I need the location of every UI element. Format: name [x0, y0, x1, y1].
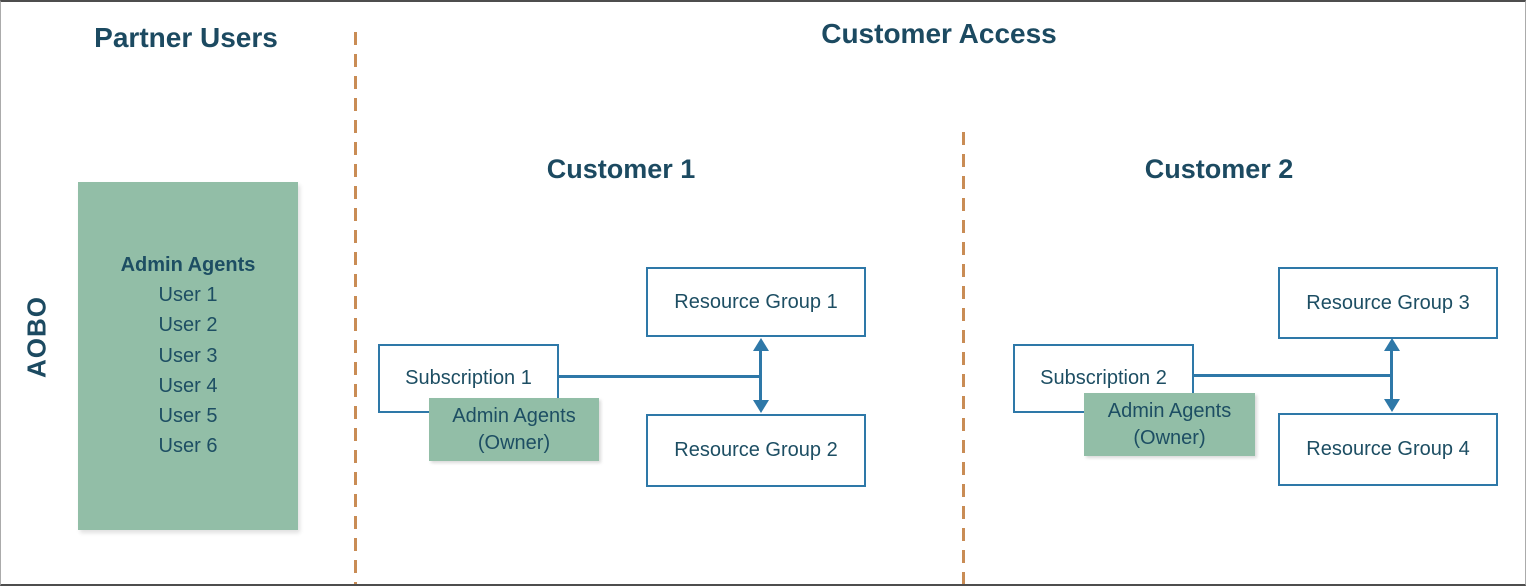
customer-2-title: Customer 2	[1144, 154, 1294, 184]
admin-agents-heading: Admin Agents	[120, 254, 256, 276]
admin-agents-owner-box-1: Admin Agents (Owner)	[429, 398, 599, 461]
owner-box-line1: Admin Agents	[452, 404, 576, 427]
admin-agents-owner-box-2: Admin Agents (Owner)	[1084, 393, 1255, 456]
resource-group-4-label: Resource Group 4	[1306, 438, 1470, 460]
resource-group-1-label: Resource Group 1	[674, 290, 838, 313]
subscription-1-label: Subscription 1	[405, 367, 532, 389]
resource-group-3-label: Resource Group 3	[1306, 291, 1470, 314]
owner-box-line2: (Owner)	[477, 431, 551, 454]
dashed-separator	[962, 132, 965, 584]
customer-1-title: Customer 1	[546, 154, 696, 184]
partner-admin-agents-panel: Admin Agents User 1 User 2 User 3 User 4…	[78, 182, 298, 530]
user-list-item: User 2	[158, 314, 218, 337]
connector-line	[1390, 349, 1393, 401]
subscription-2-label: Subscription 2	[1040, 367, 1167, 389]
resource-group-4-box: Resource Group 4	[1278, 413, 1498, 486]
arrow-up-icon	[753, 338, 769, 351]
resource-group-1-box: Resource Group 1	[646, 267, 866, 337]
arrow-down-icon	[1384, 399, 1400, 412]
owner-box-line1: Admin Agents	[1107, 399, 1232, 422]
arrow-down-icon	[753, 400, 769, 413]
arrow-up-icon	[1384, 338, 1400, 351]
customer-access-title: Customer Access	[821, 18, 1057, 49]
dashed-separator	[354, 32, 357, 584]
connector-line	[559, 375, 761, 378]
user-list-item: User 5	[158, 405, 218, 428]
user-list-item: User 4	[158, 374, 218, 397]
user-list-item: User 1	[158, 284, 218, 306]
resource-group-2-label: Resource Group 2	[674, 439, 838, 461]
user-list-item: User 6	[158, 435, 218, 458]
owner-box-line2: (Owner)	[1133, 426, 1206, 449]
resource-group-2-box: Resource Group 2	[646, 414, 866, 487]
connector-line	[759, 349, 762, 403]
connector-line	[1194, 374, 1392, 377]
resource-group-3-box: Resource Group 3	[1278, 267, 1498, 339]
partner-users-title: Partner Users	[94, 22, 278, 53]
user-list-item: User 3	[158, 344, 218, 367]
